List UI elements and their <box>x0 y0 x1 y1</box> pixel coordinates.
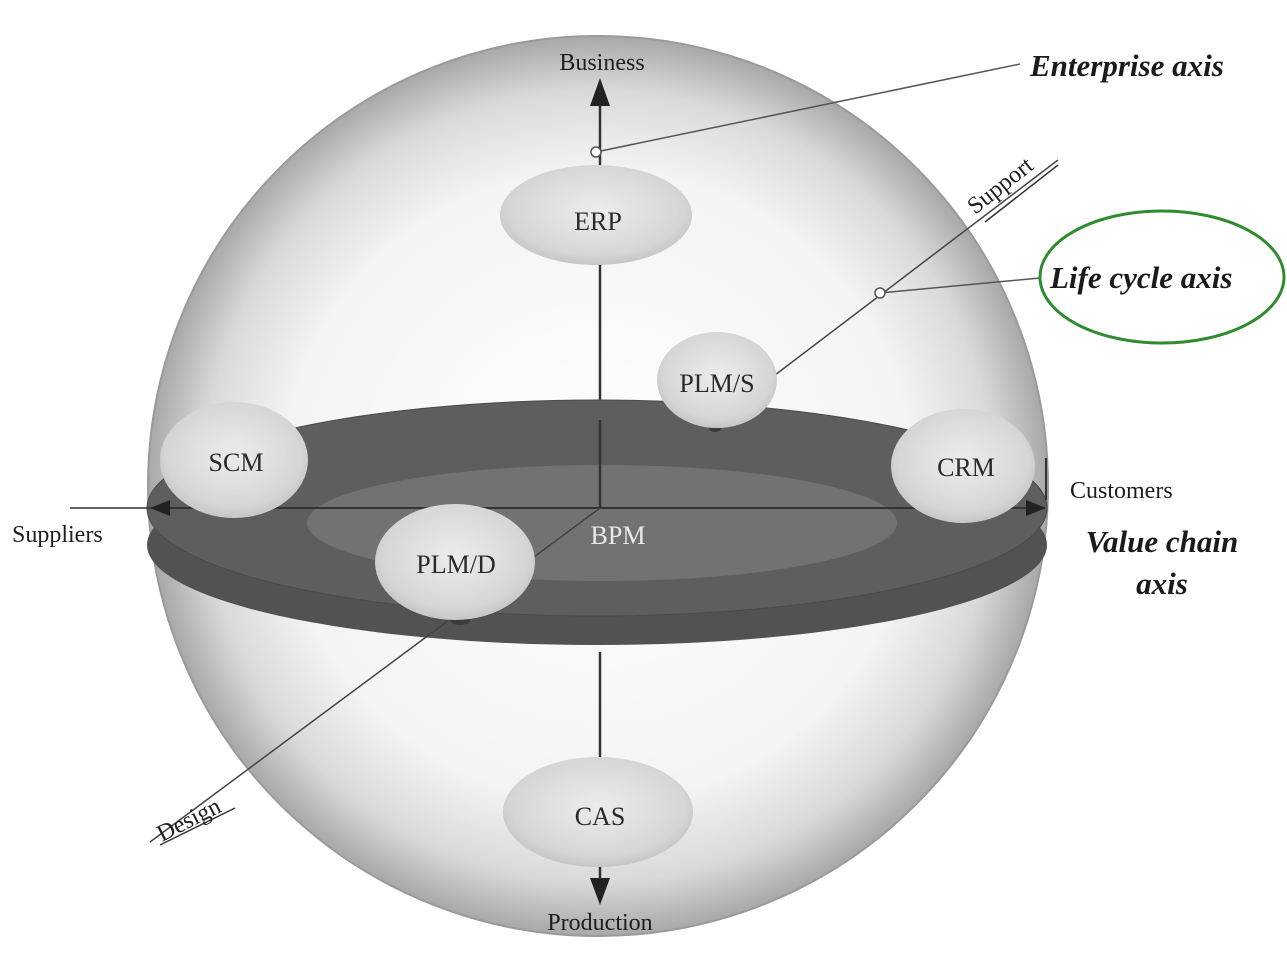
suppliers-arrow-icon <box>150 500 170 516</box>
node-cas: CAS <box>503 757 693 867</box>
node-cas-label: CAS <box>575 802 626 831</box>
design-underline <box>159 807 236 846</box>
node-plm-s-label: PLM/S <box>679 369 754 398</box>
production-label: Production <box>547 910 652 936</box>
customers-label: Customers <box>1070 478 1173 504</box>
customers-arrow-icon <box>1026 500 1046 516</box>
node-plm-d-label: PLM/D <box>416 550 495 579</box>
suppliers-label: Suppliers <box>12 522 103 548</box>
business-label: Business <box>559 50 644 76</box>
node-erp: ERP <box>500 165 692 265</box>
node-erp-label: ERP <box>574 207 622 236</box>
support-underline <box>984 164 1059 223</box>
enterprise-leader-line <box>595 63 1021 153</box>
life-cycle-highlight-circle <box>1038 209 1286 345</box>
life-cycle-leader-dot <box>874 287 886 299</box>
node-plm-s: PLM/S <box>657 332 777 428</box>
value-chain-axis-title-line1: Value chain <box>1086 524 1238 559</box>
life-cycle-axis-title: Life cycle axis <box>1049 260 1232 295</box>
node-scm: SCM <box>160 402 308 518</box>
enterprise-leader-dot <box>590 146 602 158</box>
production-arrow-icon <box>590 878 610 905</box>
node-crm-label: CRM <box>937 453 995 482</box>
value-chain-axis-title-line2: axis <box>1136 566 1188 601</box>
life-cycle-leader-line <box>879 277 1041 294</box>
enterprise-axis-title: Enterprise axis <box>1029 48 1224 83</box>
node-crm: CRM <box>891 409 1035 523</box>
node-plm-d: PLM/D <box>375 504 535 620</box>
business-arrow-icon <box>590 78 610 106</box>
node-scm-label: SCM <box>209 448 264 477</box>
bpm-label: BPM <box>591 521 646 550</box>
design-label: Design <box>153 793 225 847</box>
